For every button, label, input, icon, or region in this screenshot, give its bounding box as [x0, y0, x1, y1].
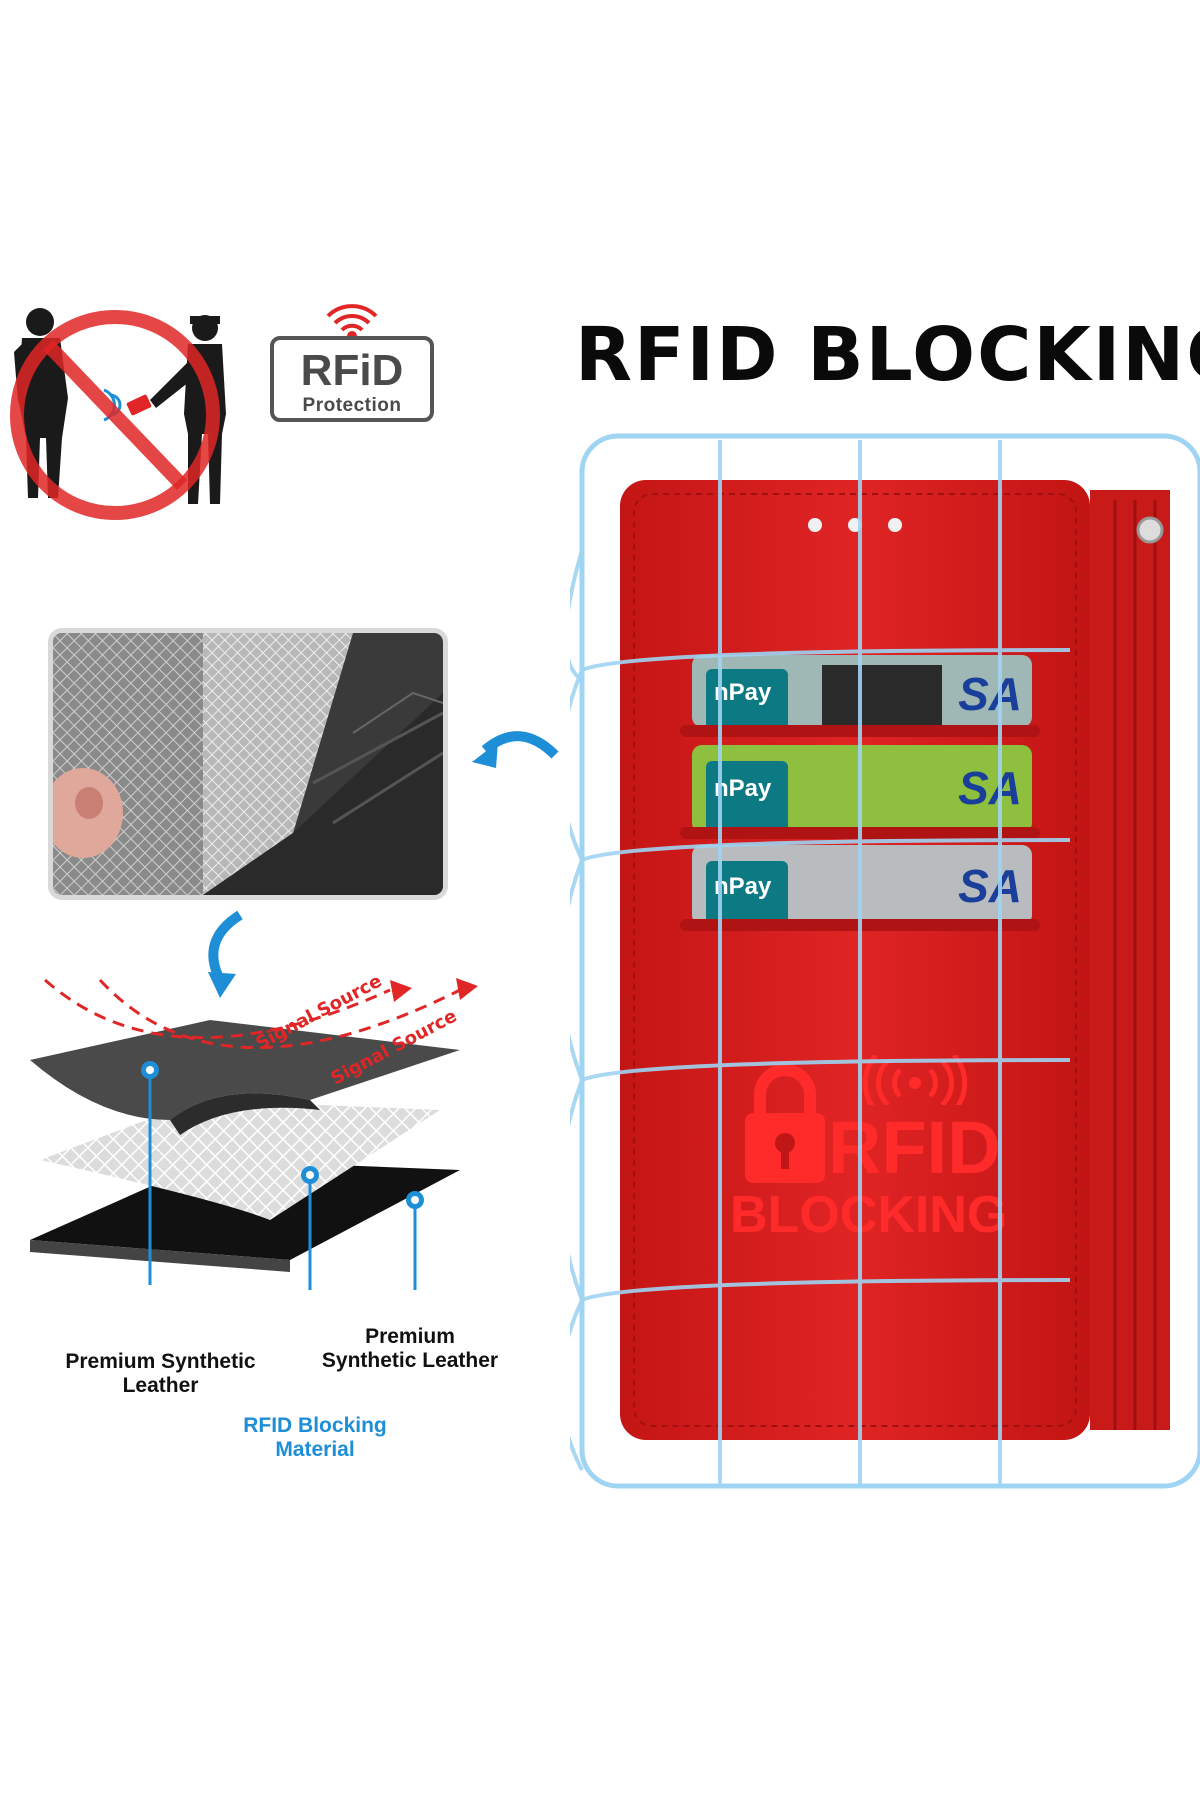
page-title: RFID BLOCKING — [575, 312, 1200, 398]
layer-label-inner: Premium Synthetic Leather — [310, 1325, 510, 1373]
rfid-signal-icon — [326, 304, 378, 340]
layer-label-outer: Premium Synthetic Leather — [48, 1350, 273, 1398]
layer-label-line: Leather — [122, 1374, 199, 1397]
card-brand-right: SA — [958, 860, 1022, 912]
badge-title: RFiD — [300, 346, 404, 395]
card-brand-left: nPay — [714, 679, 772, 706]
layer-diagram: Signal Source Signal Source — [20, 960, 480, 1290]
card-brand-left: nPay — [714, 873, 772, 900]
layer-label-rfid: RFID Blocking Material — [225, 1414, 405, 1462]
layer-label-line: Material — [275, 1438, 355, 1461]
no-theft-icon — [0, 300, 240, 540]
wallet-rfid-mark: RFID BLOCKING — [730, 1055, 1007, 1255]
layer-label-line: Synthetic Leather — [321, 1349, 499, 1372]
curved-arrow-icon — [472, 731, 559, 768]
layer-label-line: RFID Blocking — [243, 1414, 387, 1437]
rfid-badge: RFiD Protection — [270, 300, 438, 426]
card-brand-right: SA — [958, 762, 1022, 814]
card-brand-right: SA — [958, 668, 1022, 720]
lining-closeup-photo — [48, 628, 448, 900]
lock-icon — [745, 1065, 825, 1183]
guide-lines — [570, 440, 1071, 1485]
layer-label-line: Premium Synthetic — [65, 1350, 256, 1373]
curved-arrow-icon — [208, 910, 243, 998]
card-brand-left: nPay — [714, 775, 772, 802]
layer-label-line: Premium — [365, 1325, 455, 1348]
badge-subtitle: Protection — [302, 395, 402, 416]
wallet-mark-blocking: BLOCKING — [730, 1186, 1008, 1244]
wallet-mark-rfid: RFID — [828, 1106, 1001, 1189]
